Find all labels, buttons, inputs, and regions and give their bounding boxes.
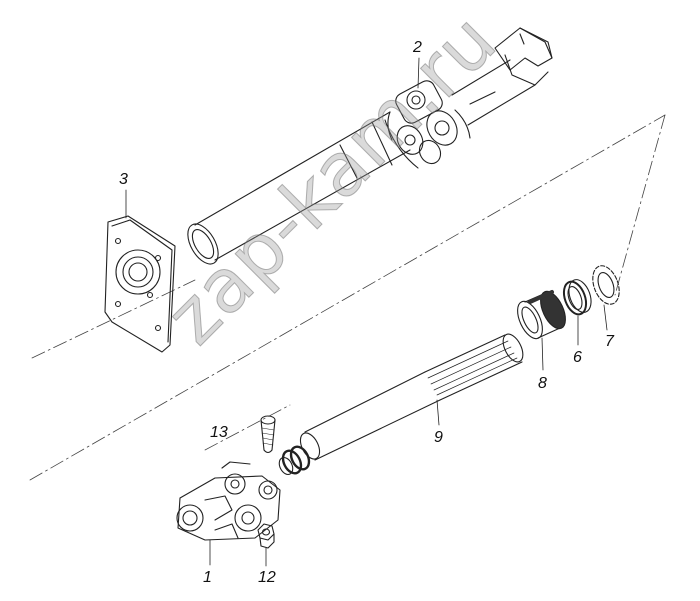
part-12-nut <box>257 523 275 549</box>
callout-6: 6 <box>573 349 582 366</box>
callout-2: 2 <box>413 39 422 56</box>
callout-7: 7 <box>605 333 614 350</box>
part-1-universal-joint <box>176 461 281 541</box>
part-8-sleeve <box>517 290 566 340</box>
part-2-upper-cardan-shaft <box>187 27 553 265</box>
part-3-flange-plate <box>104 215 176 353</box>
callout-8: 8 <box>538 375 547 392</box>
callout-13: 13 <box>210 424 228 441</box>
callout-9: 9 <box>434 429 443 446</box>
part-7-toothed-washer <box>592 265 620 305</box>
center-axis-lines <box>29 114 666 481</box>
part-6-ring <box>562 279 592 316</box>
leader-lines <box>125 57 608 567</box>
callout-12: 12 <box>258 569 276 586</box>
callout-1: 1 <box>203 569 212 586</box>
part-9-splined-shaft <box>278 333 524 476</box>
part-13-bolt <box>260 415 276 454</box>
callout-3: 3 <box>119 171 128 188</box>
